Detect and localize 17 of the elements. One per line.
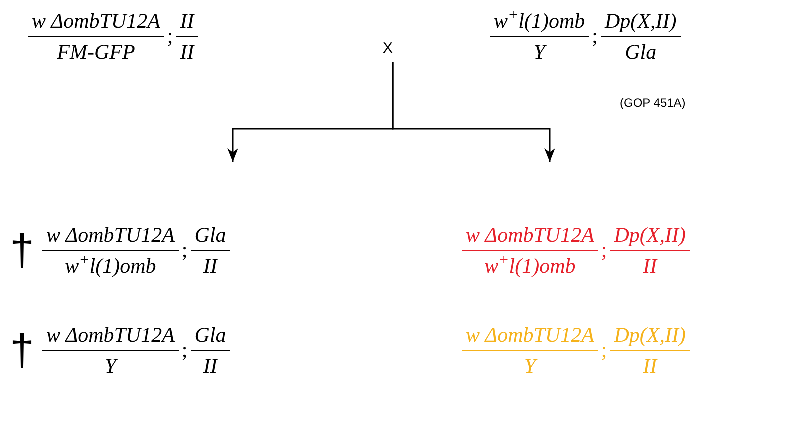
- cross-symbol: X: [383, 38, 394, 60]
- fraction: w ΔombTU12A FM-GFP: [28, 8, 164, 66]
- branch-arrow: [392, 62, 556, 162]
- fraction: w ΔombTU12A w$^{+}$l(1)omb: [462, 222, 598, 280]
- fraction: II II: [176, 8, 198, 66]
- stock-note: (GOP 451A): [620, 95, 686, 112]
- fraction: Gla II: [190, 222, 230, 280]
- fraction: Dp(X,II) II: [610, 222, 690, 280]
- fraction: Dp(X,II) II: [610, 322, 690, 380]
- dagger-symbol: †: [10, 328, 34, 373]
- fraction: Gla II: [190, 322, 230, 380]
- fraction: w ΔombTU12A Y: [42, 322, 179, 380]
- fraction: w ΔombTU12A w$^{+}$l(1)omb: [42, 222, 179, 280]
- fraction: w$^{+}$l(1)omb Y: [490, 8, 590, 66]
- fraction: Dp(X,II) Gla: [601, 8, 681, 66]
- dagger-symbol: †: [10, 228, 34, 273]
- fraction: w ΔombTU12A Y: [462, 322, 598, 380]
